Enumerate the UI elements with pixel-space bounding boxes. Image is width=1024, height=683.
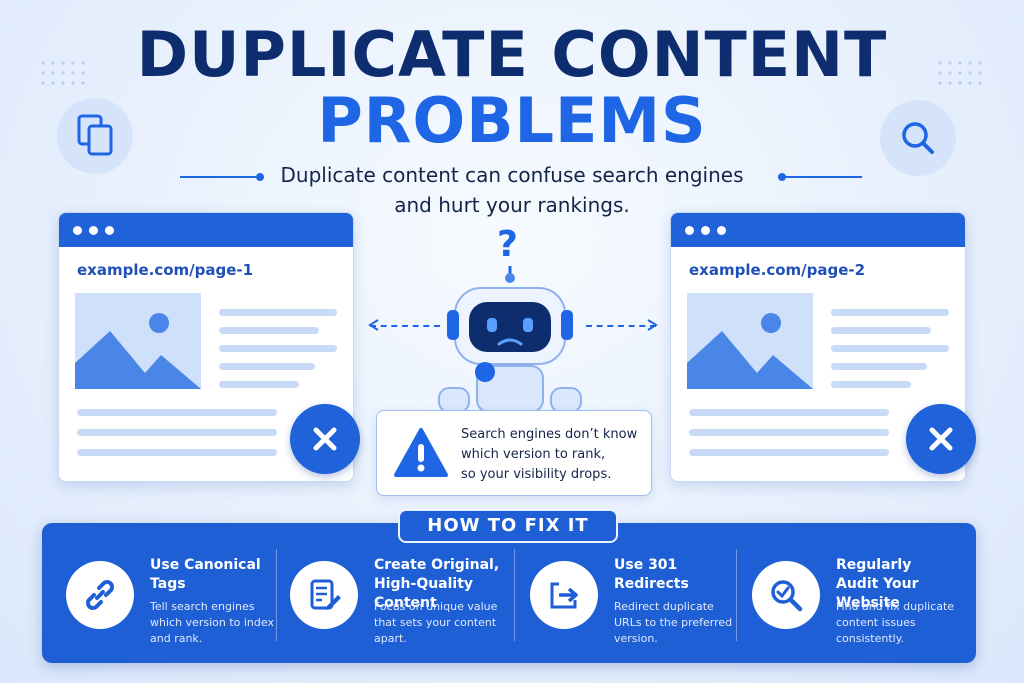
fix-title: Use 301 Redirects bbox=[614, 557, 689, 592]
fix-title: Create Original, High-Quality Content bbox=[374, 557, 500, 611]
image-placeholder-icon bbox=[75, 293, 201, 389]
subtitle-line1: Duplicate content can confuse search eng… bbox=[280, 163, 744, 187]
page-title-line2: PROBLEMS bbox=[317, 84, 707, 157]
browser-window-page-2: example.com/page-2 bbox=[670, 212, 966, 482]
fix-item-canonical: Use Canonical Tags Tell search engines w… bbox=[52, 523, 274, 663]
fix-desc: Redirect duplicate URLs to the preferred… bbox=[614, 600, 733, 645]
fix-desc: Find and fix duplicate content issues co… bbox=[836, 600, 955, 645]
how-to-fix-heading: HOW TO FIX IT bbox=[398, 509, 618, 543]
copy-documents-icon bbox=[57, 98, 133, 174]
fix-item-original-content: Create Original, High-Quality Content Fo… bbox=[276, 523, 516, 663]
browser-url: example.com/page-1 bbox=[77, 261, 254, 279]
link-icon bbox=[66, 561, 134, 629]
divider bbox=[736, 549, 737, 641]
fix-desc: Tell search engines which version to ind… bbox=[150, 600, 274, 645]
fix-title: Regularly Audit Your Website bbox=[836, 557, 919, 611]
subtitle-line2: and hurt your rankings. bbox=[394, 193, 630, 217]
edit-document-icon bbox=[290, 561, 358, 629]
fix-desc: Focus on unique value that sets your con… bbox=[374, 600, 498, 645]
arrow-left-icon bbox=[368, 319, 440, 331]
decorative-dots bbox=[935, 58, 985, 88]
question-mark: ? bbox=[497, 224, 518, 265]
warning-text: Search engines don’t know which version … bbox=[461, 425, 647, 485]
search-icon bbox=[880, 100, 956, 176]
warning-line3: so your visibility drops. bbox=[461, 467, 612, 482]
page-title-line1: DUPLICATE CONTENT bbox=[136, 18, 888, 91]
close-x-icon bbox=[290, 404, 360, 474]
fix-item-redirects: Use 301 Redirects Redirect duplicate URL… bbox=[516, 523, 736, 663]
arrow-right-icon bbox=[586, 319, 658, 331]
fix-title: Use Canonical Tags bbox=[150, 557, 261, 592]
subtitle-divider-left bbox=[180, 173, 264, 181]
image-placeholder-icon bbox=[687, 293, 813, 389]
confused-robot-icon: ? bbox=[425, 222, 595, 413]
warning-callout: Search engines don’t know which version … bbox=[376, 410, 652, 496]
subtitle: Duplicate content can confuse search eng… bbox=[0, 160, 1024, 220]
divider bbox=[514, 549, 515, 641]
how-to-fix-panel: Use Canonical Tags Tell search engines w… bbox=[42, 523, 976, 663]
browser-titlebar bbox=[59, 213, 353, 247]
redirect-icon bbox=[530, 561, 598, 629]
audit-search-icon bbox=[752, 561, 820, 629]
close-x-icon bbox=[906, 404, 976, 474]
decorative-dots bbox=[38, 58, 88, 88]
warning-triangle-icon bbox=[394, 428, 448, 477]
browser-url: example.com/page-2 bbox=[689, 261, 866, 279]
warning-line2: which version to rank, bbox=[461, 447, 606, 462]
warning-line1: Search engines don’t know bbox=[461, 427, 638, 442]
fix-item-audit: Regularly Audit Your Website Find and fi… bbox=[738, 523, 968, 663]
browser-titlebar bbox=[671, 213, 965, 247]
subtitle-divider-right bbox=[778, 173, 862, 181]
divider bbox=[276, 549, 277, 641]
